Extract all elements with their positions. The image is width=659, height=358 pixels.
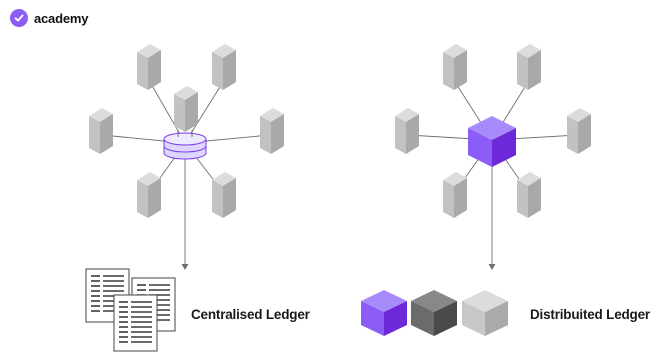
purple-cube-icon bbox=[361, 290, 407, 336]
server-node bbox=[443, 172, 467, 218]
server-node bbox=[174, 86, 198, 132]
server-node bbox=[260, 108, 284, 154]
ledger-cubes bbox=[361, 290, 508, 336]
ledger-documents bbox=[85, 268, 176, 352]
database-stack-icon bbox=[163, 132, 207, 160]
centralised-ledger-label: Centralised Ledger bbox=[191, 307, 310, 322]
checkmark-icon bbox=[10, 9, 28, 27]
distributed-network bbox=[395, 44, 591, 270]
server-node bbox=[517, 172, 541, 218]
server-node bbox=[567, 108, 591, 154]
server-node bbox=[212, 44, 236, 90]
light-grey-cube-icon bbox=[462, 290, 508, 336]
centralised-network bbox=[89, 44, 284, 270]
brand-name: academy bbox=[34, 10, 89, 26]
server-node bbox=[89, 108, 113, 154]
distributed-ledger-label: Distribuited Ledger bbox=[530, 307, 650, 322]
dark-grey-cube-icon bbox=[411, 290, 457, 336]
server-node bbox=[137, 44, 161, 90]
server-node bbox=[443, 44, 467, 90]
server-node bbox=[517, 44, 541, 90]
document-icon bbox=[113, 294, 158, 352]
server-node bbox=[137, 172, 161, 218]
server-node bbox=[395, 108, 419, 154]
cube-icon bbox=[468, 116, 516, 167]
server-node bbox=[212, 172, 236, 218]
brand[interactable]: academy bbox=[10, 9, 88, 27]
